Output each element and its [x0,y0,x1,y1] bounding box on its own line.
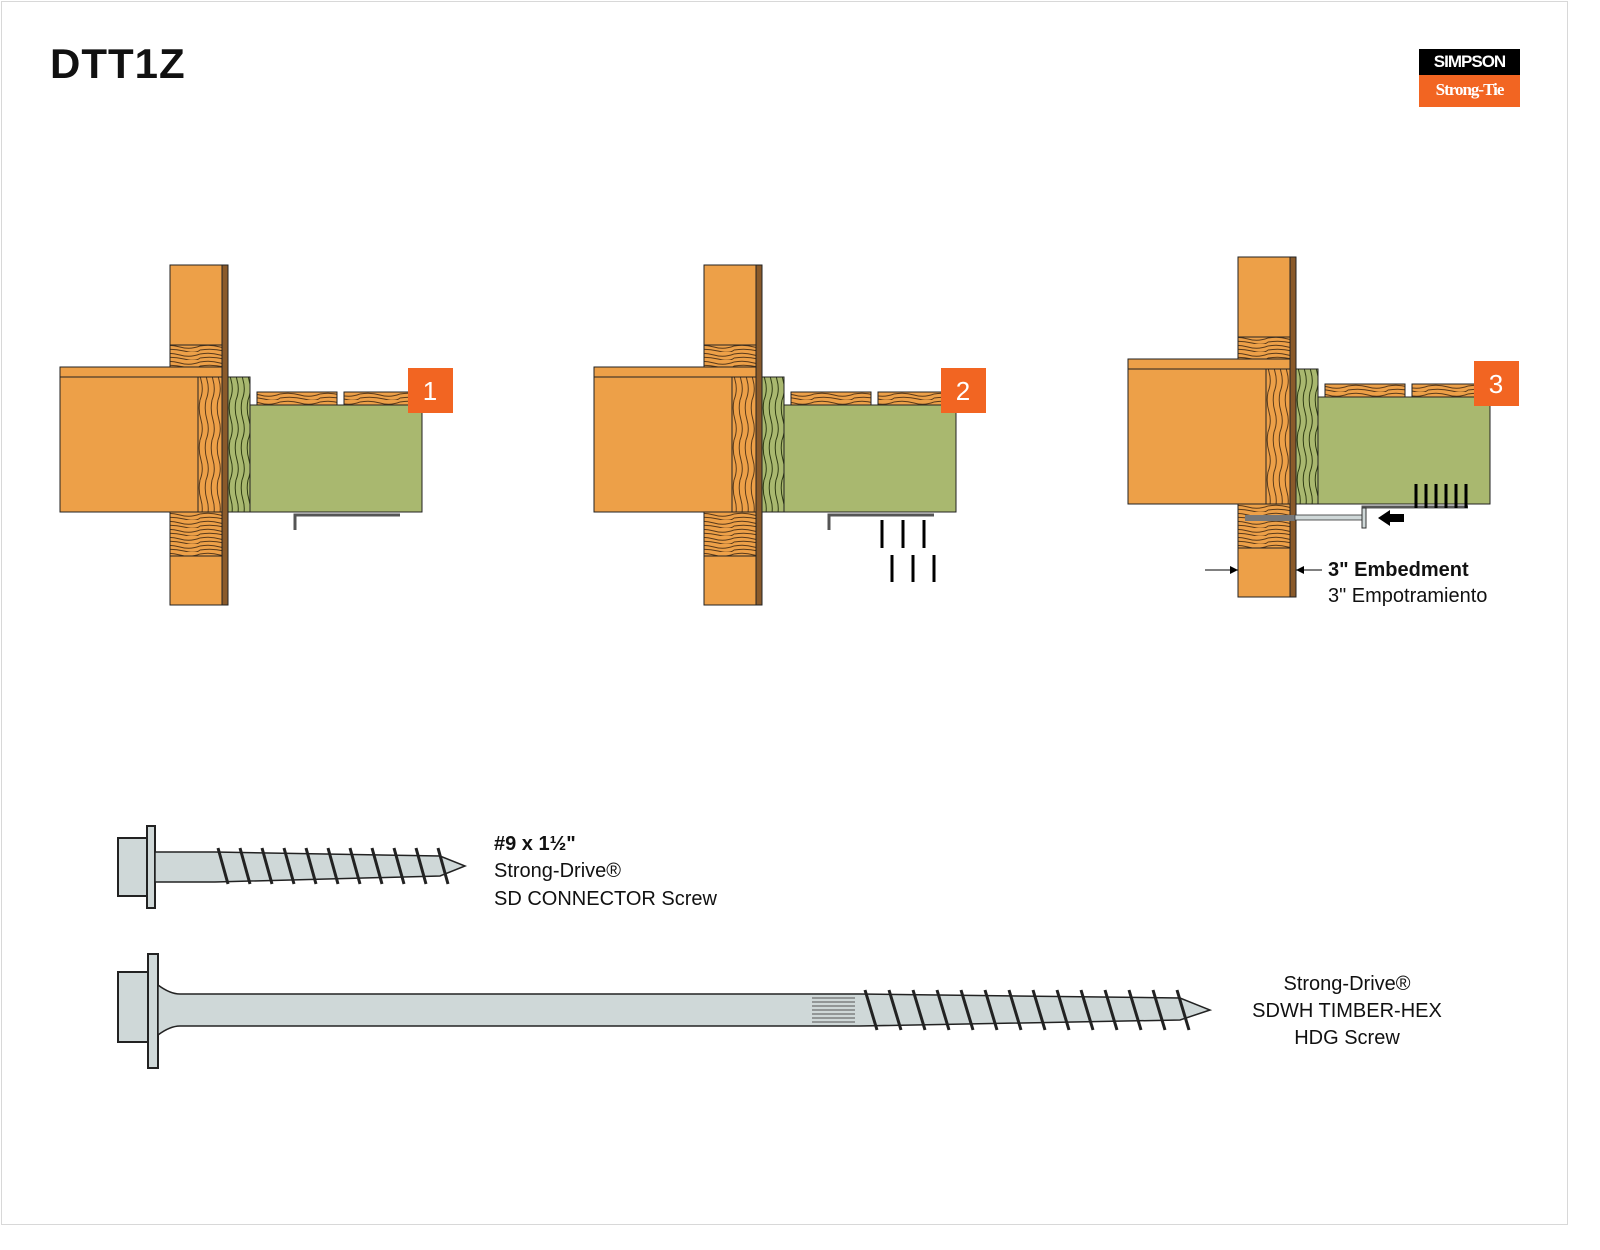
deck-joist [1317,396,1491,505]
step-3-number: 3 [1489,369,1503,399]
beam-end-grain [197,376,223,513]
screw-thread [1151,989,1167,1031]
screw-thread [348,847,362,885]
bottom-plate-grain [703,511,757,557]
decking-board [790,391,872,406]
rim-board [59,366,223,378]
screw-thread [238,847,252,885]
screw2-brand: Strong-Drive® [1284,973,1411,995]
ledger-block [1295,368,1319,505]
screw1-name: SD CONNECTOR Screw [494,888,718,910]
sd-connector-screw [117,825,468,909]
timber-screw-install [1245,507,1404,529]
screw-thread [1103,989,1119,1031]
deck-joist [783,404,957,513]
screw1-size: #9 x 1½" [494,833,576,855]
decking-board [1324,383,1406,398]
screw-thread [392,847,406,885]
screw-thread [1175,989,1191,1031]
embedment-label-es: 3" Empotramiento [1328,585,1487,607]
dtt1z-tension-tie [293,513,400,530]
screw-thread [260,847,274,885]
embedment-label-en: 3" Embedment [1328,559,1469,581]
page-border [1,1,1568,1225]
logo-strong-tie: Strong-Tie [1419,75,1520,107]
screw-thread [1007,989,1023,1031]
decking-board [343,391,411,406]
rim-board [1127,358,1291,370]
step-3-badge: 3 [1474,361,1519,406]
logo-simpson: SIMPSON [1419,49,1520,75]
screw-thread [887,989,903,1031]
sheathing [1289,256,1297,598]
arrow-left-icon [1378,510,1404,526]
bottom-plate-grain [1237,503,1291,549]
rim-board [593,366,757,378]
screw-thread [1055,989,1071,1031]
screw2-name: SDWH TIMBER-HEX [1252,1000,1442,1022]
screw-thread [436,847,450,885]
bottom-plate-grain [169,511,223,557]
screw-thread [911,989,927,1031]
screw-thread [983,989,999,1031]
screw-thread [414,847,428,885]
dtt1z-tension-tie [827,513,934,530]
ledger-block [761,376,785,513]
step-1-badge: 1 [408,368,453,413]
screw-thread [1127,989,1143,1031]
sheathing [755,264,763,606]
decking-board [256,391,338,406]
screw-thread [959,989,975,1031]
embedment-dimension: 3" Embedment 3" Empotramiento [1205,559,1487,607]
simpson-logo: SIMPSON Strong-Tie [1419,49,1520,107]
sdwh-timber-hex-screw [117,953,1213,1069]
screw-thread [282,847,296,885]
top-plate-grain [1237,336,1291,362]
screw-thread [304,847,318,885]
screw-thread [216,847,230,885]
screw-thread [370,847,384,885]
screw-thread [863,989,879,1031]
screw-thread [935,989,951,1031]
page-title: DTT1Z [50,40,186,87]
beam-end-grain [1265,368,1291,505]
step-2-badge: 2 [941,368,986,413]
screw-thread [1031,989,1047,1031]
step-3-panel [1127,256,1491,598]
decking-board [1411,383,1479,398]
screw-thread [326,847,340,885]
decking-board [877,391,945,406]
step-1-number: 1 [423,376,437,406]
step-2-number: 2 [956,376,970,406]
floor-beam [59,376,201,513]
step-2-panel [593,264,957,606]
floor-beam [593,376,735,513]
screw1-brand: Strong-Drive® [494,860,621,882]
sheathing [221,264,229,606]
screw-thread [1079,989,1095,1031]
top-plate-grain [703,344,757,370]
beam-end-grain [731,376,757,513]
screw2-finish: HDG Screw [1294,1027,1400,1049]
step-1-panel [59,264,423,606]
ledger-block [227,376,251,513]
floor-beam [1127,368,1269,505]
deck-joist [249,404,423,513]
top-plate-grain [169,344,223,370]
dtt1z-tension-tie [1361,505,1468,522]
